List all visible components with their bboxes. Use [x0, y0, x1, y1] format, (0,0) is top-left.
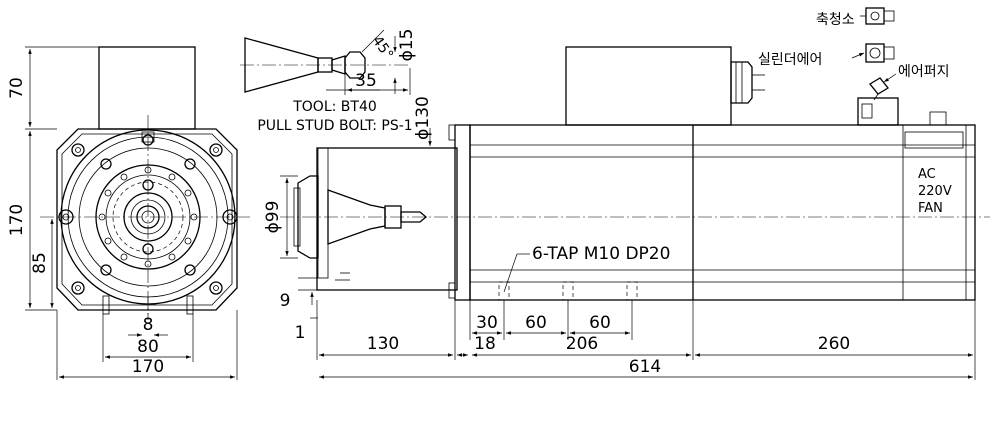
dim-8: 8	[143, 315, 154, 335]
fan-label-line1: AC	[918, 167, 936, 182]
dim-diameter-99: ϕ99	[263, 201, 283, 234]
tap-holes	[498, 281, 638, 301]
dim-130: 130	[367, 334, 399, 354]
dim-614: 614	[629, 357, 661, 377]
dim-85: 85	[30, 252, 50, 274]
dim-tap-60-a: 60	[525, 313, 547, 333]
dim-tap-60-b: 60	[589, 313, 611, 333]
tool-detail: 45° ϕ15 35 TOOL: BT40 PULL STUD BOLT: PS…	[240, 29, 417, 134]
dim-170-horizontal: 170	[132, 357, 164, 377]
dim-70: 70	[7, 77, 27, 99]
port-shaft-cleaning: 축청소	[816, 12, 855, 28]
air-ports: 축청소 실린더에어 에어퍼지	[758, 7, 950, 101]
port-cylinder-air: 실린더에어	[758, 52, 822, 68]
side-connector-box	[565, 46, 732, 126]
dim-9: 9	[280, 291, 291, 311]
dim-stud-diameter: ϕ15	[397, 29, 417, 62]
side-nose-housing	[316, 147, 458, 291]
dim-45-angle: 45°	[369, 33, 396, 63]
dim-tap-30: 30	[476, 313, 498, 333]
dim-260: 260	[818, 334, 850, 354]
tool-label: TOOL: BT40	[292, 99, 377, 115]
dim-206: 206	[566, 334, 598, 354]
dim-18: 18	[474, 334, 496, 354]
fan-label-line3: FAN	[918, 201, 943, 216]
front-view: 70 170 85 8 80 170	[7, 46, 250, 380]
side-motor-body	[469, 124, 976, 301]
front-connector-box	[98, 46, 196, 130]
dim-diameter-130: ϕ130	[413, 96, 433, 140]
pull-stud-label: PULL STUD BOLT: PS-1	[257, 118, 412, 134]
fan-label-line2: 220V	[918, 184, 952, 199]
dim-80: 80	[137, 337, 159, 357]
dim-35: 35	[355, 71, 377, 91]
port-air-purge: 에어퍼지	[898, 64, 950, 80]
side-view: ϕ130 ϕ99 9 1 6-TAP M10 DP20 30 60 60	[263, 46, 990, 380]
dim-1: 1	[295, 323, 306, 343]
dim-170-vertical: 170	[7, 204, 27, 236]
front-body-outline	[56, 128, 238, 311]
tap-label: 6-TAP M10 DP20	[532, 244, 670, 264]
